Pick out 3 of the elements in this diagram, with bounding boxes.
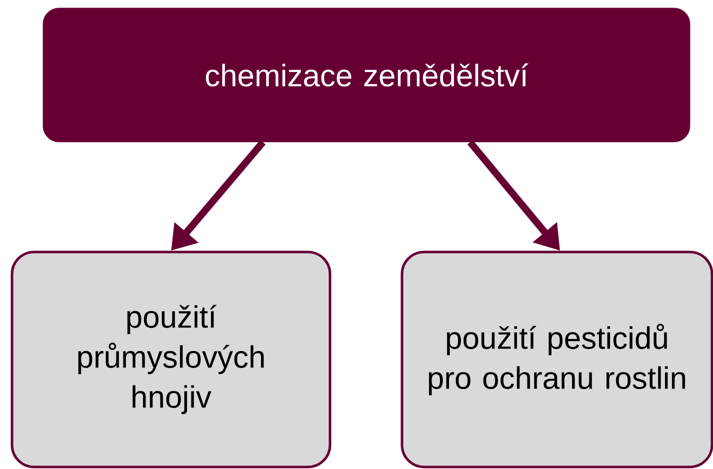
topic-box: použití průmyslových hnojiv [10,250,332,468]
title-box: chemizace zemědělství [42,8,690,142]
topic-box: použití pesticidů pro ochranu rostlin [400,250,713,468]
